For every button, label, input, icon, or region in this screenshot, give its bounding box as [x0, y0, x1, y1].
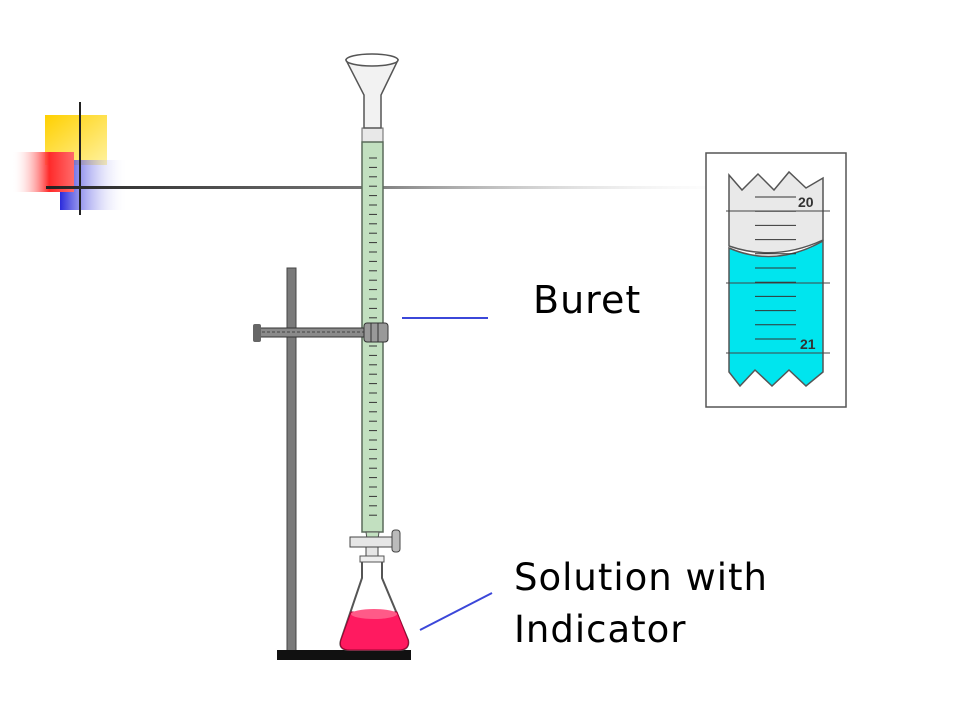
- inset-mark-upper: 20: [798, 194, 814, 210]
- inset-mark-lower: 21: [800, 336, 816, 352]
- flask-solution: [339, 611, 409, 651]
- solution-label-line1: Solution with: [514, 556, 768, 599]
- solution-pointer-line: [419, 592, 493, 631]
- buret-funnel-icon: [344, 53, 400, 129]
- inset-tube-glass: [728, 170, 824, 254]
- solution-label-line2: Indicator: [514, 608, 687, 651]
- erlenmeyer-flask-icon: [339, 555, 410, 651]
- inset-liquid: [728, 239, 824, 388]
- ring-stand-icon: [277, 267, 411, 660]
- deco-red-square: [12, 152, 74, 192]
- solution-label: Solution with Indicator: [514, 552, 768, 656]
- buret-label: Buret: [533, 278, 642, 322]
- clamp-icon: [253, 322, 389, 343]
- deco-horizontal-rule: [46, 186, 760, 189]
